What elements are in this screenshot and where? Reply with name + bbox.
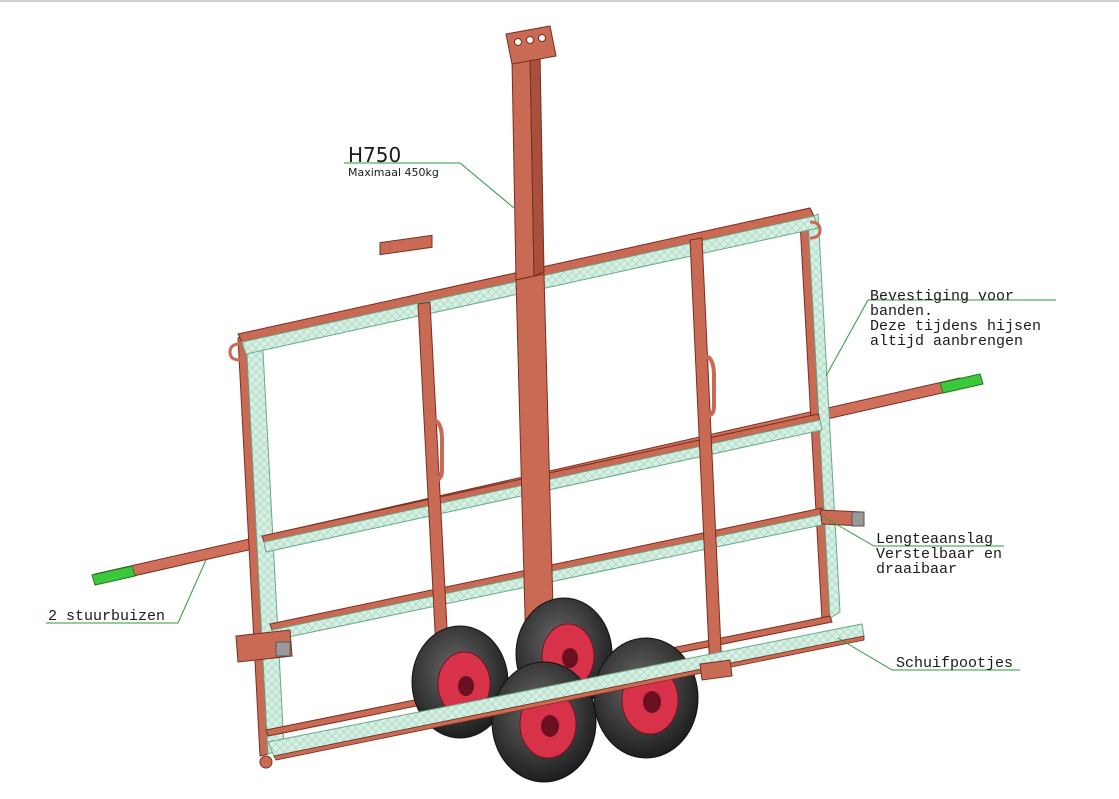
leader-h750 [344, 162, 515, 209]
callout-bevestiging-line-1: Bevestiging voor [870, 288, 1014, 305]
callout-lengteaanslag: Lengteaanslag Verstelbaar en draaibaar [876, 531, 1002, 578]
sliding-feet [235, 629, 733, 769]
callout-lengteaanslag-line-2: Verstelbaar en [876, 546, 1002, 563]
callout-schuifpootjes: Schuifpootjes [896, 655, 1013, 672]
length-stop [819, 509, 865, 527]
model-name: H750 [348, 143, 401, 167]
callout-stuurbuizen: 2 stuurbuizen [48, 608, 165, 625]
callout-bevestiging-line-2: banden. [870, 303, 933, 320]
callout-bevestiging-line-3: Deze tijdens hijsen [870, 318, 1041, 335]
leader-lengteaanslag [821, 515, 1004, 547]
grip-right [939, 373, 984, 394]
leader-stuurbuizen [46, 559, 207, 624]
leader-lines [46, 162, 1056, 671]
callout-bevestiging-line-4: altijd aanbrengen [870, 333, 1023, 350]
leader-bevestiging [825, 299, 1056, 377]
wheel-front-right [593, 637, 699, 759]
callout-bevestiging: Bevestiging voor banden. Deze tijdens hi… [870, 288, 1041, 350]
grip-left [91, 565, 136, 586]
model-capacity: Maximaal 450kg [348, 166, 439, 179]
callout-lengteaanslag-line-3: draaibaar [876, 561, 957, 578]
callout-lengteaanslag-line-1: Lengteaanslag [876, 531, 993, 548]
leader-schuifpootjes [837, 637, 1020, 671]
